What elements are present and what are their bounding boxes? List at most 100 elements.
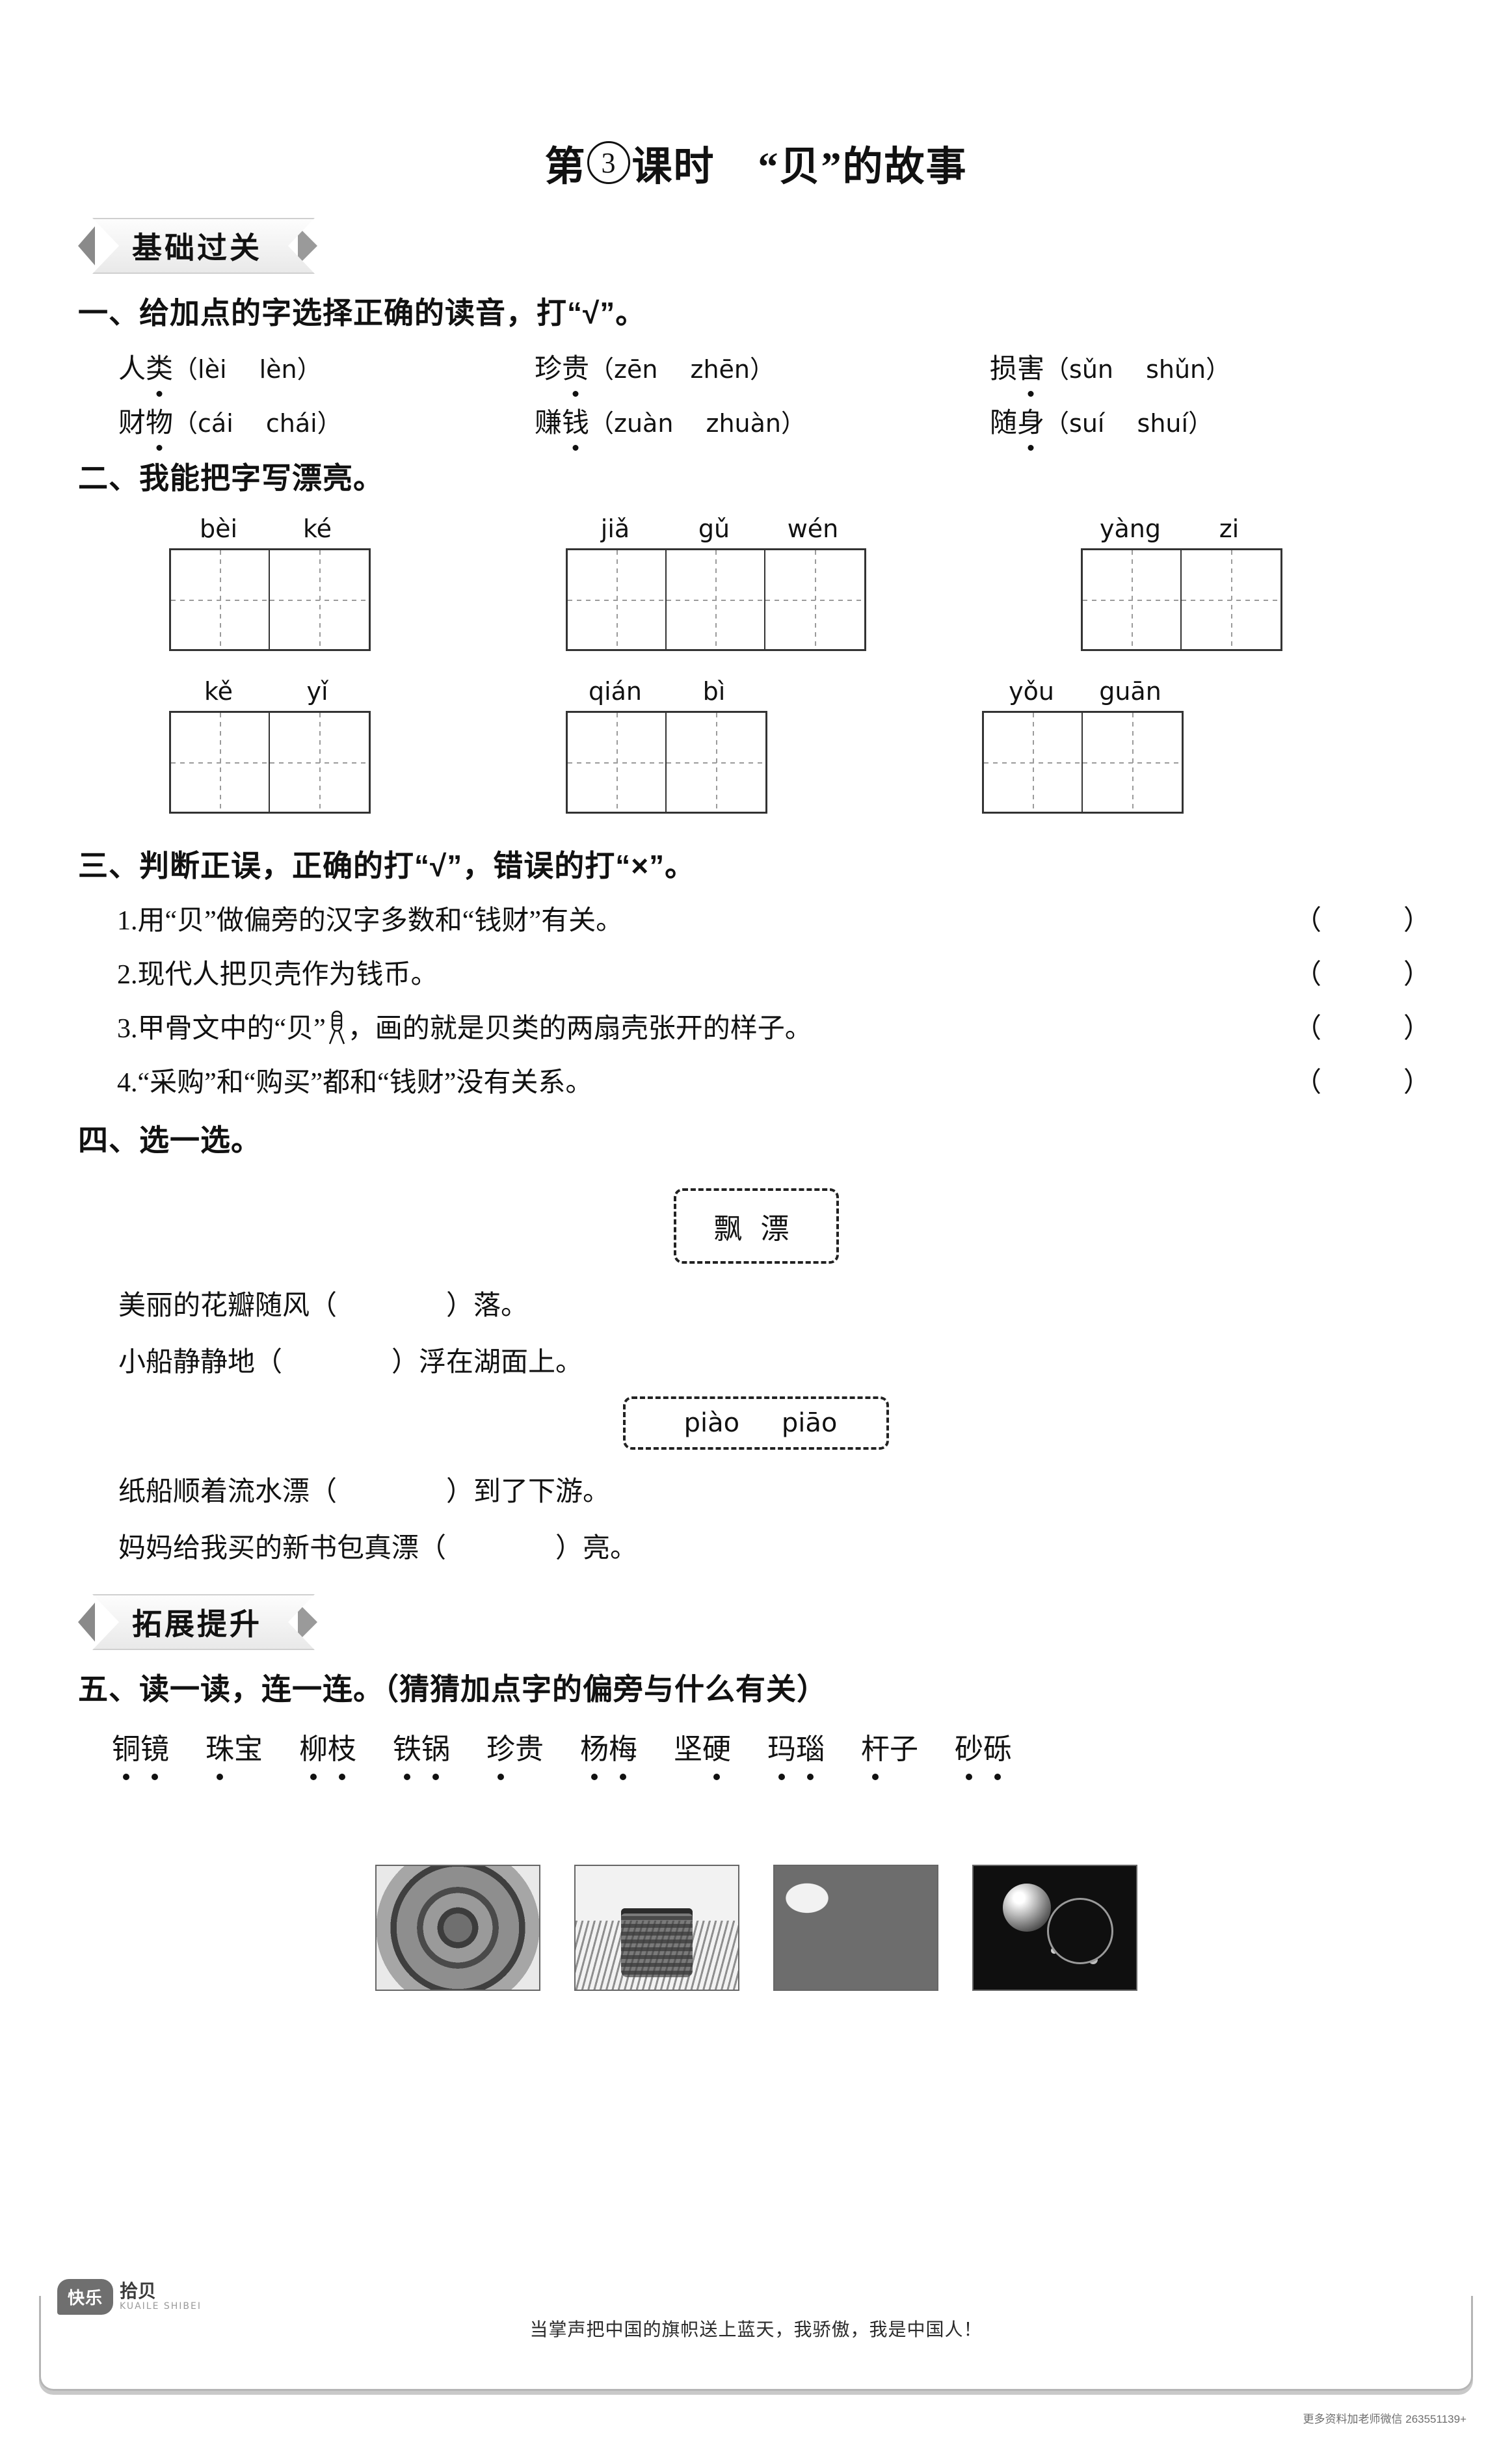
ex1-options[interactable]: （cái chái） xyxy=(173,409,342,438)
tianzige-grid[interactable] xyxy=(566,711,767,814)
ex1-options[interactable]: （zuàn zhuàn） xyxy=(589,409,806,438)
ex1-item[interactable]: 珍贵（zēn zhēn） xyxy=(535,347,990,386)
grid-cell[interactable] xyxy=(1083,713,1182,812)
list-item[interactable]: 坚硬 xyxy=(674,1726,731,1767)
fill-sentence[interactable]: 纸船顺着流水漂（ ）到了下游。 xyxy=(118,1477,611,1507)
tf-item: 4.“采购”和“购买”都和“钱财”没有关系。 （ ） xyxy=(117,1060,1434,1100)
word-char: 珍 xyxy=(486,1726,515,1767)
tianzige-grid[interactable] xyxy=(169,711,371,814)
word-char: 梅 xyxy=(609,1726,637,1767)
list-item[interactable]: 砂砾 xyxy=(955,1726,1012,1767)
logo-bubble: 快乐 xyxy=(57,2279,114,2315)
list-item[interactable]: 玛瑙 xyxy=(767,1726,825,1767)
word-choice-box-2-wrap: piào piāo xyxy=(78,1396,1434,1450)
ex1-options[interactable]: （suí shuí） xyxy=(1044,409,1214,438)
word-choice-box-1: 飘漂 xyxy=(673,1188,839,1264)
list-item[interactable]: 铁锅 xyxy=(393,1726,450,1767)
grid-cell[interactable] xyxy=(171,713,270,812)
ex1-item[interactable]: 随身（suí shuí） xyxy=(990,401,1213,440)
list-item[interactable]: 杨梅 xyxy=(580,1726,637,1767)
exercise-4-group-2: 纸船顺着流水漂（ ）到了下游。 妈妈给我买的新书包真漂（ ）亮。 xyxy=(78,1469,1434,1566)
list-item[interactable]: 杆子 xyxy=(861,1726,918,1767)
word-char: 玛 xyxy=(767,1726,796,1767)
pinyin-line: qián bì xyxy=(566,677,767,706)
word-char: 杨 xyxy=(580,1726,609,1767)
pinyin-syllable: gǔ xyxy=(698,514,730,543)
ex1-row: 财物（cái chái） 赚钱（zuàn zhuàn） 随身（suí shuí） xyxy=(118,401,1434,440)
tf-item: 1.用“贝”做偏旁的汉字多数和“钱财”有关。 （ ） xyxy=(117,898,1434,938)
ex1-item[interactable]: 人类（lèi lèn） xyxy=(118,347,535,386)
tf-answer-slot[interactable]: （ ） xyxy=(1293,1068,1431,1098)
grid-cell[interactable] xyxy=(1182,550,1280,649)
word-char: 柳 xyxy=(299,1726,328,1767)
logo-text: 拾贝 KUAILE SHIBEI xyxy=(120,2282,202,2312)
write-group: yàng zi xyxy=(1081,514,1282,651)
tf-text: 用“贝”做偏旁的汉字多数和“钱财”有关。 xyxy=(137,906,624,936)
grid-cell[interactable] xyxy=(667,713,765,812)
grid-cell[interactable] xyxy=(765,550,864,649)
grid-cell[interactable] xyxy=(984,713,1083,812)
word-char: 瑙 xyxy=(796,1726,825,1767)
list-item[interactable]: 珠宝 xyxy=(206,1726,263,1767)
tf-answer-slot[interactable]: （ ） xyxy=(1293,960,1431,990)
tf-answer-slot[interactable]: （ ） xyxy=(1293,1014,1431,1044)
write-group: kě yǐ xyxy=(169,677,371,814)
tf-number: 4. xyxy=(117,1068,138,1098)
tf-text-after: ，画的就是贝类的两扇壳张开的样子。 xyxy=(347,1014,812,1044)
write-group: bèi ké xyxy=(169,514,371,651)
ex1-word-pre: 财 xyxy=(118,408,146,438)
grid-cell[interactable] xyxy=(667,550,765,649)
fill-sentence[interactable]: 小船静静地（ ）浮在湖面上。 xyxy=(118,1348,583,1378)
fill-sentence[interactable]: 美丽的花瓣随风（ ）落。 xyxy=(118,1291,529,1321)
grid-cell[interactable] xyxy=(171,550,270,649)
ex1-word-pre: 人 xyxy=(118,354,146,384)
ex1-options[interactable]: （zēn zhēn） xyxy=(589,355,775,384)
page-footer: 快乐 拾贝 KUAILE SHIBEI 当掌声把中国的旗帜送上蓝天，我骄傲，我是… xyxy=(39,2279,1473,2425)
ex1-item[interactable]: 财物（cái chái） xyxy=(118,401,535,440)
exercise-3-body: 1.用“贝”做偏旁的汉字多数和“钱财”有关。 （ ） 2.现代人把贝壳作为钱币。… xyxy=(78,898,1434,1100)
tianzige-grid[interactable] xyxy=(1081,548,1282,651)
write-group: jiǎ gǔ wén xyxy=(566,514,866,651)
ex1-item[interactable]: 损害（sǔn shǔn） xyxy=(990,347,1230,386)
footer-frame xyxy=(39,2296,1473,2391)
pearl-jewelry-image xyxy=(972,1865,1137,1991)
exercise-5-word-list: 铜镜 珠宝 柳枝 铁锅 珍贵 杨梅 坚硬 玛瑙 杆子 砂砾 xyxy=(78,1726,1434,1767)
grid-cell[interactable] xyxy=(1083,550,1182,649)
ex1-word-pre: 赚 xyxy=(535,408,563,438)
tf-item: 3.甲骨文中的“贝”，画的就是贝类的两扇壳张开的样子。 （ ） xyxy=(117,1006,1434,1046)
list-item[interactable]: 珍贵 xyxy=(486,1726,544,1767)
grid-cell[interactable] xyxy=(568,713,667,812)
tf-text: “采购”和“购买”都和“钱财”没有关系。 xyxy=(137,1068,593,1098)
title-suffix: 课时 xyxy=(631,145,715,189)
title-prefix: 第 xyxy=(544,145,587,189)
pinyin-option: piāo xyxy=(781,1408,838,1438)
section-banner-basic: 基础过关 xyxy=(78,218,317,274)
tianzige-grid[interactable] xyxy=(169,548,371,651)
grid-cell[interactable] xyxy=(270,550,369,649)
pinyin-syllable: guān xyxy=(1099,677,1161,706)
banner-label-extend: 拓展提升 xyxy=(92,1594,315,1650)
watermark-text: 更多资料加老师微信 263551139+ xyxy=(1303,2413,1466,2425)
word-char: 子 xyxy=(890,1733,918,1765)
fill-sentence[interactable]: 妈妈给我买的新书包真漂（ ）亮。 xyxy=(118,1534,638,1564)
word-char: 宝 xyxy=(234,1733,263,1765)
word-char: 杆 xyxy=(861,1726,890,1767)
oracle-bone-bei-icon xyxy=(327,1010,347,1045)
ex1-word-dotted: 钱 xyxy=(562,401,589,440)
exercise-3-heading: 三、判断正误，正确的打“√”，错误的打“×”。 xyxy=(78,849,696,883)
grid-cell[interactable] xyxy=(568,550,667,649)
tf-answer-slot[interactable]: （ ） xyxy=(1293,906,1431,936)
grid-cell[interactable] xyxy=(270,713,369,812)
tianzige-grid[interactable] xyxy=(982,711,1184,814)
ex1-item[interactable]: 赚钱（zuàn zhuàn） xyxy=(535,401,990,440)
tree-stump-image xyxy=(574,1865,739,1991)
tianzige-grid[interactable] xyxy=(566,548,866,651)
list-item[interactable]: 铜镜 xyxy=(112,1726,169,1767)
list-item[interactable]: 柳枝 xyxy=(299,1726,356,1767)
ex1-options[interactable]: （lèi lèn） xyxy=(173,355,322,384)
ex1-row: 人类（lèi lèn） 珍贵（zēn zhēn） 损害（sǔn shǔn） xyxy=(118,347,1434,386)
tf-number: 3. xyxy=(117,1014,138,1044)
ex1-options[interactable]: （sǔn shǔn） xyxy=(1044,355,1231,384)
tf-statement: 1.用“贝”做偏旁的汉字多数和“钱财”有关。 xyxy=(117,898,1291,938)
